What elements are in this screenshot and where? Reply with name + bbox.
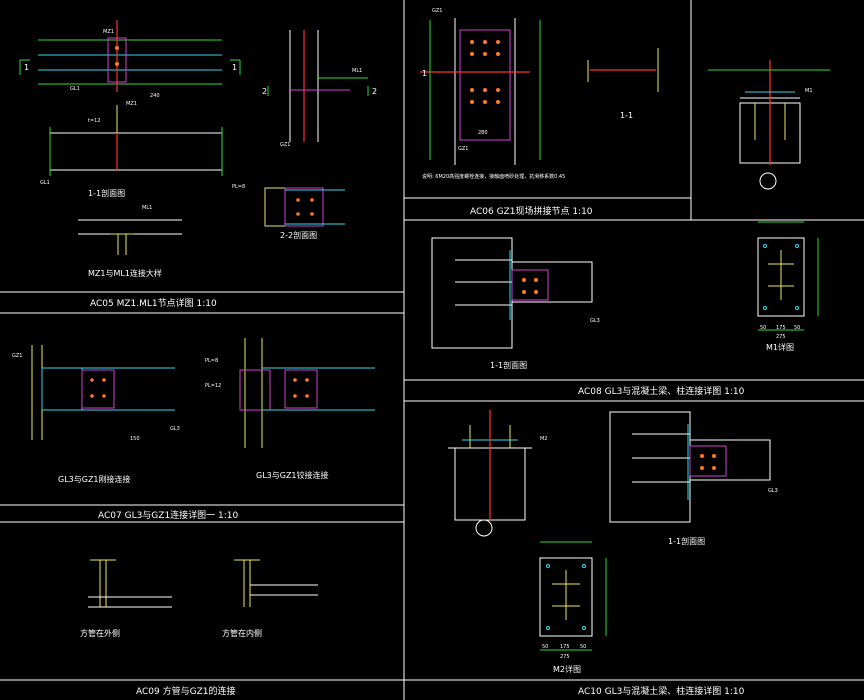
ac05-side-mark-right: 2 [372, 87, 377, 96]
ac05-section-22-label: 2-2剖面图 [280, 230, 317, 240]
ac10-m2-label: M2 [540, 436, 548, 442]
ac10-section-label: 1-1剖面图 [668, 536, 705, 546]
ac10-detail: M2 GL3 1-1剖面图 50 175 50 275 M2详图 AC10 GL… [448, 410, 778, 697]
ac10-dim-275: 275 [560, 654, 570, 660]
ac05-gl1-label: GL1 [70, 86, 80, 92]
ac09-right-label: 方管在内侧 [222, 628, 262, 638]
ac08-plate-label: M1详图 [766, 342, 794, 352]
ac08-title: AC08 GL3与混凝土梁、柱连接详图 1:10 [578, 385, 745, 397]
ac08-section-label: 1-1剖面图 [490, 360, 527, 370]
ac07-title: AC07 GL3与GZ1连接详图一 1:10 [98, 509, 239, 521]
ac07-right-label: GL3与GZ1铰接连接 [256, 470, 329, 480]
ac05-mz1-label: MZ1 [103, 29, 114, 35]
ac05-mz1-label-2: MZ1 [126, 101, 137, 107]
ac05-ml1-label-2: ML1 [142, 205, 152, 211]
ac09-left-label: 方管在外侧 [80, 628, 120, 638]
ac10-title: AC10 GL3与混凝土梁、柱连接详图 1:10 [578, 685, 745, 697]
ac05-bottom-label: MZ1与ML1连接大样 [88, 268, 162, 278]
ac06-m1-pier: M1 [708, 60, 830, 190]
ac06-title: AC06 GZ1现场拼接节点 1:10 [470, 205, 593, 217]
ac10-gl3-label: GL3 [768, 488, 778, 494]
ac05-gz1-label: GZ1 [280, 142, 290, 148]
ac10-dim-175: 175 [560, 644, 570, 650]
ac05-t12-label: t=12 [88, 118, 101, 124]
ac07-gl3-label: GL3 [170, 426, 180, 432]
ac05-section-mark-right: 1 [232, 63, 237, 72]
ac05-gl1-label-2: GL1 [40, 180, 50, 186]
ac06-section-mark: 1 [422, 69, 427, 78]
ac06-m1-label: M1 [805, 88, 813, 94]
ac08-dim-50a: 50 [760, 325, 766, 331]
ac08-gl3-label: GL3 [590, 318, 600, 324]
ac05-detail: 1 1 GL1 MZ1 240 t=12 MZ1 GL1 1-1剖面图 2 2 … [19, 20, 377, 309]
ac05-title: AC05 MZ1.ML1节点详图 1:10 [90, 297, 217, 309]
ac08-detail: GL3 1-1剖面图 50 175 50 275 M1详图 AC08 GL3与混… [431, 221, 819, 397]
ac07-left-label: GL3与GZ1刚接连接 [58, 474, 131, 484]
ac06-section-11-label: 1-1 [620, 111, 633, 120]
ac10-dim-50a: 50 [542, 644, 548, 650]
ac05-pl-label: PL=8 [232, 184, 245, 190]
ac08-dim-175: 175 [776, 325, 786, 331]
ac06-note: 说明: 6M20高强度螺栓连接，接触面喷砂处理，抗滑移系数0.45 [422, 173, 565, 180]
ac07-pl12-label: PL=12 [205, 383, 221, 389]
ac10-dim-50b: 50 [580, 644, 586, 650]
ac05-elevation-label: 1-1剖面图 [88, 188, 125, 198]
ac06-detail: GZ1 GZ1 280 1 说明: 6M20高强度螺栓连接，接触面喷砂处理，抗滑… [420, 8, 659, 217]
ac09-detail: 方管在外侧 方管在内侧 AC09 方管与GZ1的连接 [80, 559, 318, 697]
ac10-plate-label: M2详图 [553, 664, 581, 674]
ac09-title: AC09 方管与GZ1的连接 [136, 685, 235, 697]
ac05-dim-240: 240 [150, 93, 160, 99]
ac06-dim-280: 280 [478, 130, 488, 136]
ac06-gz1-bottom-label: GZ1 [458, 146, 468, 152]
ac05-side-mark-left: 2 [262, 87, 267, 96]
ac05-section-mark-left: 1 [24, 63, 29, 72]
ac07-pl8-label: PL=8 [205, 358, 218, 364]
ac07-detail: GZ1 GL3 150 GL3与GZ1刚接连接 PL=8 PL=12 GL3与G… [12, 338, 375, 521]
ac05-ml1-label: ML1 [352, 68, 362, 74]
ac08-dim-50b: 50 [794, 325, 800, 331]
ac06-gz1-top-label: GZ1 [432, 8, 442, 14]
ac07-dim-150: 150 [130, 436, 140, 442]
ac08-dim-275: 275 [776, 334, 786, 340]
ac07-gz1-label: GZ1 [12, 353, 22, 359]
ac06-bolt-group [470, 40, 500, 104]
